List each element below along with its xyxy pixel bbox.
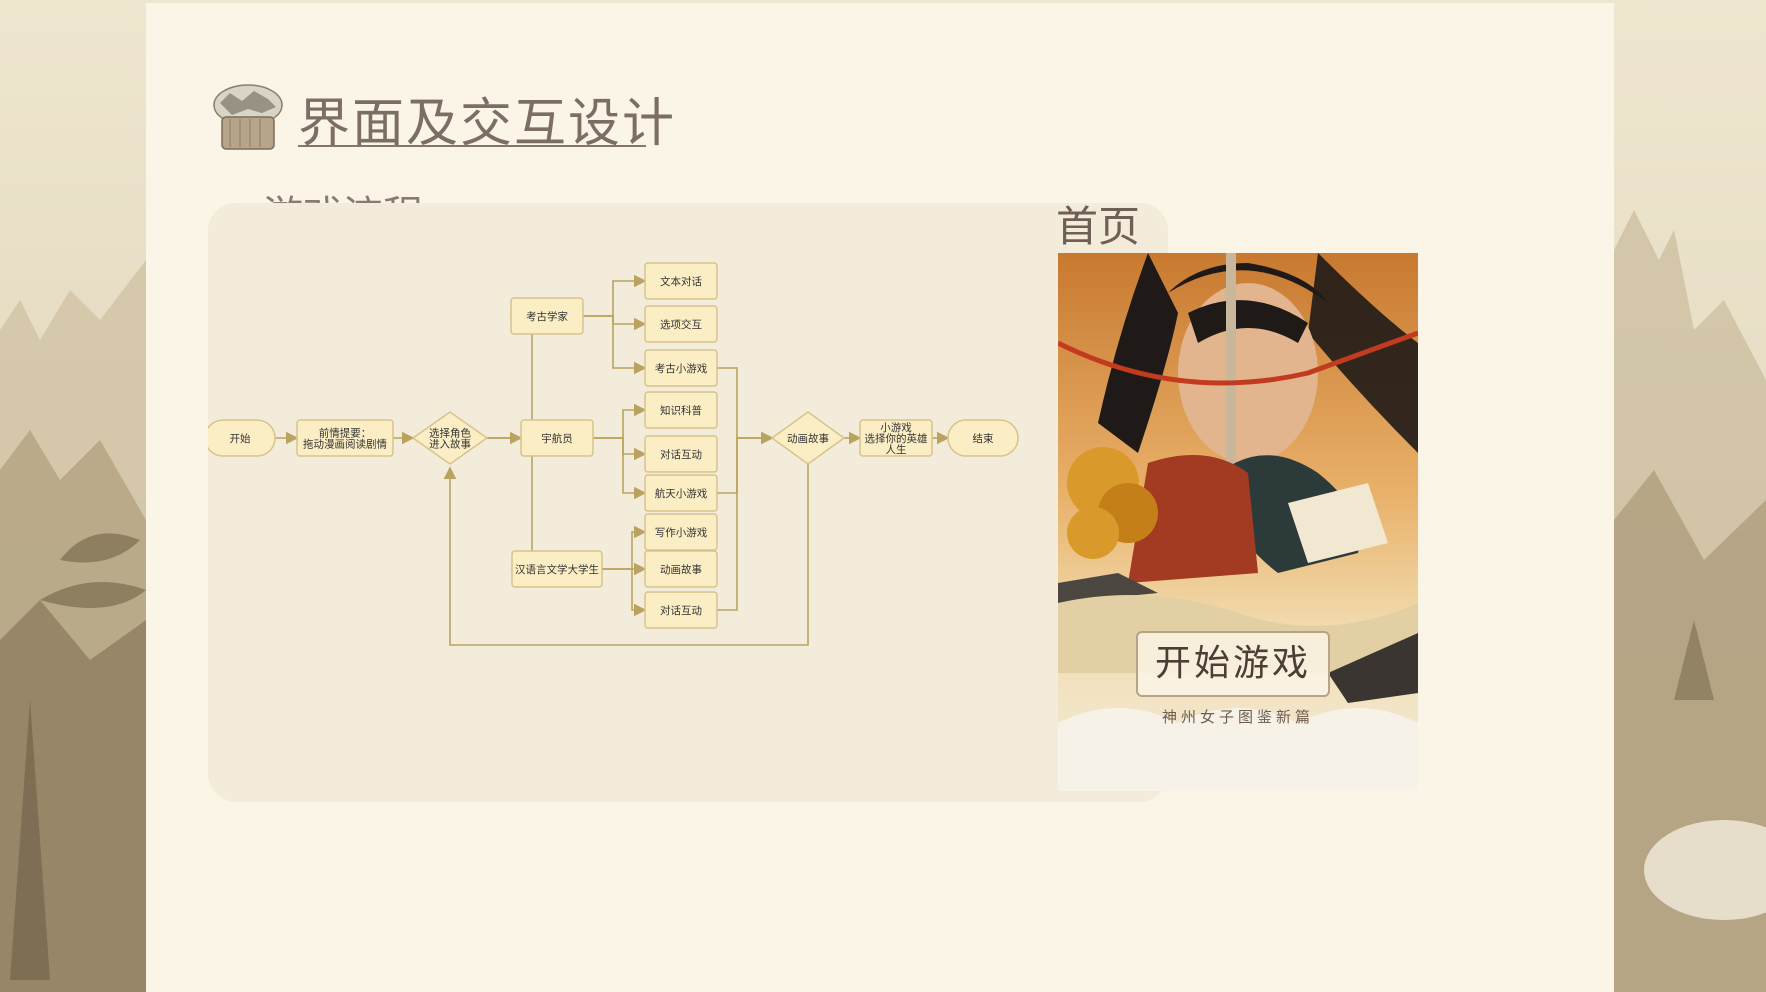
right-landscape-decoration	[1614, 0, 1766, 992]
left-landscape-decoration	[0, 0, 146, 992]
flow-edge-choose-to-student	[487, 438, 532, 569]
flow-node-label: 对话互动	[660, 604, 702, 617]
home-section-label: 首页	[1056, 193, 1140, 254]
flow-node-label: 动画故事	[787, 432, 829, 445]
flow-edge-student-to-writing-minigame	[602, 532, 645, 569]
flow-node-label: 对话互动	[660, 448, 702, 461]
home-cover-image: 开始游戏 神州女子图鉴新篇	[1058, 253, 1418, 791]
flow-node-label: 拖动漫画阅读剧情	[303, 438, 387, 451]
flow-node-archaeologist: 考古学家	[511, 298, 583, 334]
flow-edge-dialog-interact-2-to-animation-story	[717, 438, 772, 610]
flow-node-label: 动画故事	[660, 563, 702, 576]
flow-node-label: 考古学家	[526, 310, 568, 323]
flowchart-edges	[275, 281, 948, 645]
flow-node-astronaut: 宇航员	[521, 420, 593, 456]
content-area: 界面及交互设计 游戏流程 开始前情提要：拖动漫画阅读剧情选择角色进入故事考古学家…	[146, 3, 1614, 992]
flow-edge-astronaut-to-dialog-interact-1	[593, 438, 645, 454]
flow-edge-astronaut-to-science	[593, 410, 645, 438]
flow-node-label: 航天小游戏	[655, 487, 708, 500]
flow-edge-astronaut-to-space-minigame	[593, 438, 645, 493]
flow-node-science: 知识科普	[645, 392, 717, 428]
start-game-button[interactable]: 开始游戏	[1136, 631, 1330, 697]
title-underline	[298, 145, 646, 147]
cover-subtitle: 神州女子图鉴新篇	[1058, 706, 1418, 727]
flow-node-option-interact: 选项交互	[645, 306, 717, 342]
flowchart-panel: 开始 前情提要：拖动漫画阅读剧情选择角色进入故事 考古学家宇航员汉语言文学大学生 文本…	[208, 203, 1168, 802]
flow-node-label: 结束	[973, 432, 994, 445]
flow-node-dialog-interact-1: 对话互动	[645, 436, 717, 472]
flow-node-dialog-interact-2: 对话互动	[645, 592, 717, 628]
flow-edge-archaeologist-to-text-dialog	[583, 281, 645, 316]
flow-node-label: 人生	[886, 443, 907, 456]
flow-node-label: 选项交互	[660, 318, 702, 331]
flow-node-arch-minigame: 考古小游戏	[645, 350, 717, 386]
flow-edge-arch-minigame-to-animation-story	[717, 368, 772, 438]
flow-node-label: 知识科普	[660, 404, 702, 417]
flow-node-start: 开始	[208, 420, 275, 456]
flow-node-label: 汉语言文学大学生	[515, 563, 599, 576]
flow-node-label: 文本对话	[660, 275, 702, 288]
flow-node-label: 开始	[230, 432, 251, 445]
flow-edge-space-minigame-to-animation-story	[717, 438, 772, 493]
flow-node-writing-minigame: 写作小游戏	[645, 514, 717, 550]
flow-node-end: 结束	[948, 420, 1018, 456]
flow-node-animation-story-1: 动画故事	[645, 551, 717, 587]
flow-node-student: 汉语言文学大学生	[512, 551, 602, 587]
flow-node-label: 考古小游戏	[655, 362, 708, 375]
flow-node-animation-story: 动画故事	[772, 412, 844, 464]
flow-edge-archaeologist-to-option-interact	[583, 316, 645, 324]
title-block: 界面及交互设计	[208, 73, 808, 163]
flow-edge-student-to-dialog-interact-2	[602, 569, 645, 610]
flow-node-label: 写作小游戏	[655, 526, 708, 539]
flow-node-text-dialog: 文本对话	[645, 263, 717, 299]
jade-seal-emblem-icon	[208, 81, 288, 161]
flow-node-label: 宇航员	[541, 432, 573, 445]
flow-node-space-minigame: 航天小游戏	[645, 475, 717, 511]
flow-node-prologue: 前情提要：拖动漫画阅读剧情	[297, 420, 393, 456]
flow-edge-animation-story-to-choose	[450, 464, 808, 645]
flow-node-label: 进入故事	[429, 438, 471, 451]
